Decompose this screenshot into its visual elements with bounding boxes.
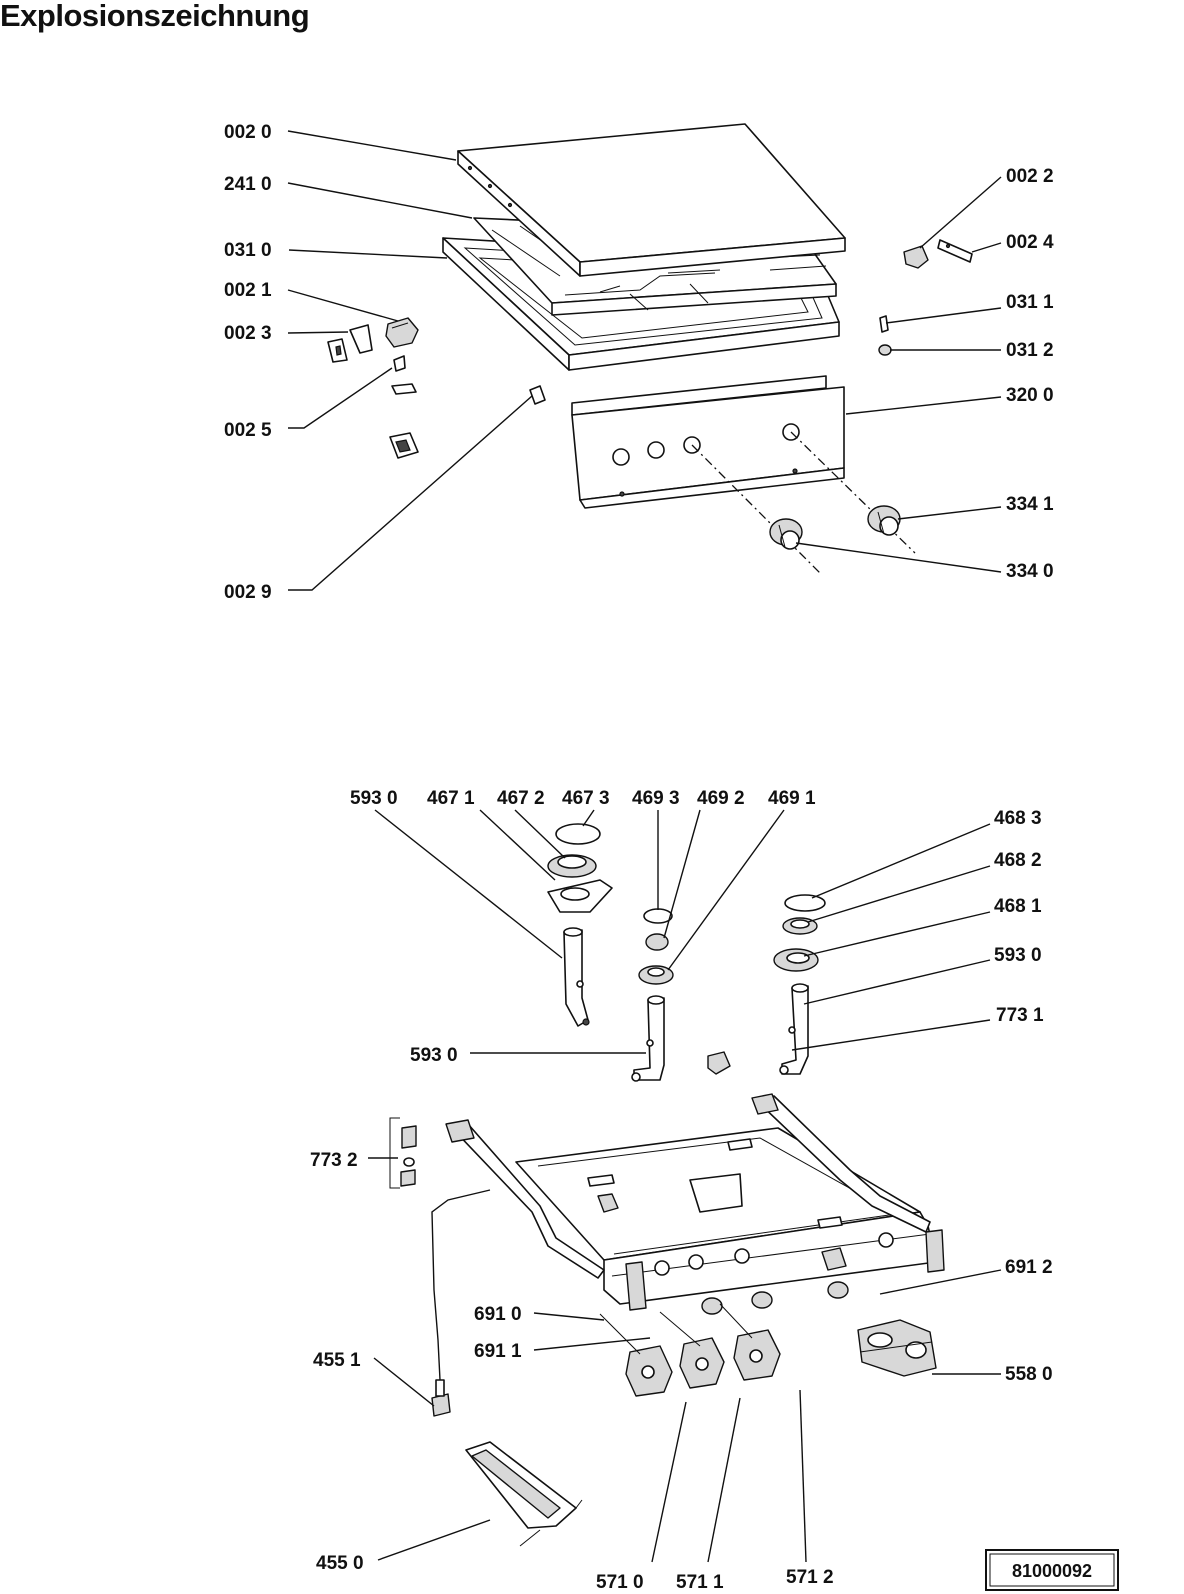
part-ignition-box-4550 [465,1441,583,1547]
label-0020: 002 0 [224,122,272,143]
part-gas-pipes [445,1093,931,1279]
part-clip-0029 [529,385,546,405]
label-4671: 467 1 [427,788,475,809]
burner-assembly-left [547,823,613,1027]
label-4550: 455 0 [316,1553,364,1574]
label-7731: 773 1 [996,1005,1044,1026]
label-7732: 773 2 [310,1150,358,1171]
part-pin-0311 [879,315,889,333]
label-5712: 571 2 [786,1567,834,1588]
label-4693: 469 3 [632,788,680,809]
label-3340: 334 0 [1006,561,1054,582]
label-0029: 002 9 [224,582,272,603]
page-title: Explosionszeichnung [0,0,310,33]
part-knob-3340 [769,518,803,550]
knob-axis-line [790,431,916,554]
part-injector-set-7732 [389,1117,417,1189]
part-bracket-0024 [937,239,973,263]
part-taps-571 [599,1303,781,1397]
label-4551: 455 1 [313,1350,361,1371]
label-5930-mid: 593 0 [410,1045,458,1066]
part-bracket-0023 [327,324,373,363]
part-nut-0312 [878,344,892,356]
label-4692: 469 2 [697,788,745,809]
label-6910: 691 0 [474,1304,522,1325]
label-6911: 691 1 [474,1341,522,1362]
part-top-plate-0020 [457,123,846,277]
label-4672: 467 2 [497,788,545,809]
part-control-panel-3200 [571,375,845,509]
label-0311: 031 1 [1006,292,1054,313]
label-0312: 031 2 [1006,340,1054,361]
label-3200: 320 0 [1006,385,1054,406]
label-4683: 468 3 [994,808,1042,829]
part-clip-bottom [389,432,419,459]
part-valve-knobs-row [654,1232,894,1315]
part-thermocouple-4551 [431,1189,491,1417]
label-4682: 468 2 [994,850,1042,871]
label-5711: 571 1 [676,1572,724,1593]
part-pin-0025 [391,355,417,395]
part-hinge-0022 [903,245,929,269]
burner-assembly-right [707,894,826,1075]
part-regulator-5580 [857,1319,937,1377]
label-5930-top: 593 0 [350,788,398,809]
part-hinge-0021 [385,317,419,348]
label-3341: 334 1 [1006,494,1054,515]
label-5710: 571 0 [596,1572,644,1593]
part-knob-3341 [867,505,901,536]
label-0022: 002 2 [1006,166,1054,187]
label-2410: 241 0 [224,174,272,195]
label-0021: 002 1 [224,280,272,301]
part-burner-tray [515,1127,945,1311]
label-4673: 467 3 [562,788,610,809]
knob-axis-line [691,444,823,576]
label-0024: 002 4 [1006,232,1054,253]
label-5580: 558 0 [1005,1364,1053,1385]
drawing-number-box: 81000092 [985,1549,1119,1591]
label-4681: 468 1 [994,896,1042,917]
burner-assembly-middle [631,908,674,1082]
label-6912: 691 2 [1005,1257,1053,1278]
label-0310: 031 0 [224,240,272,261]
label-5930-right: 593 0 [994,945,1042,966]
label-0025: 002 5 [224,420,272,441]
label-4691: 469 1 [768,788,816,809]
lower-assembly [368,809,1002,1563]
label-0023: 002 3 [224,323,272,344]
drawing-number: 81000092 [1012,1561,1092,1581]
upper-assembly [287,123,1002,591]
